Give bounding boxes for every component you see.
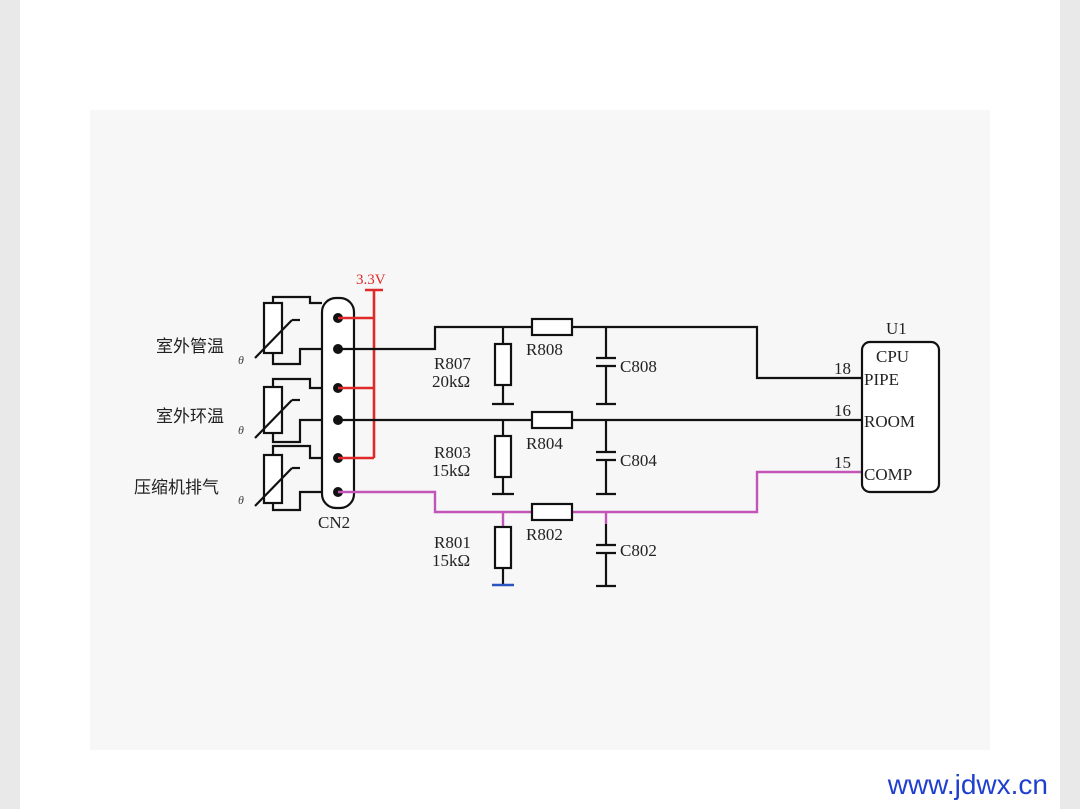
- resistor-r807: [493, 342, 513, 387]
- cpu-pin-pipe-name: PIPE: [864, 370, 899, 389]
- cpu-pin-pipe-number: 18: [834, 359, 851, 378]
- c804-ref: C804: [620, 451, 657, 470]
- circuit-diagram: 室外管温 θ 室外环温 θ 压缩机排气 θ CN2 3.3V: [90, 110, 990, 750]
- c802-ref: C802: [620, 541, 657, 560]
- r802-ref: R802: [526, 525, 563, 544]
- theta-label-pipe: θ: [238, 353, 244, 367]
- cpu-pin-comp-number: 15: [834, 453, 851, 472]
- theta-label-ambient: θ: [238, 423, 244, 437]
- comp-net: [338, 470, 862, 527]
- sensor-pipe: [254, 295, 322, 366]
- page: 室外管温 θ 室外环温 θ 压缩机排气 θ CN2 3.3V: [20, 0, 1060, 809]
- watermark-text: www.jdwx.cn: [887, 769, 1048, 800]
- r807-ref: R807: [434, 354, 471, 373]
- cpu-name: CPU: [876, 347, 909, 366]
- room-net: [338, 418, 862, 496]
- diagram-panel: [90, 110, 990, 750]
- connector-label: CN2: [318, 513, 350, 532]
- supply-label: 3.3V: [356, 272, 386, 288]
- cpu-body: [860, 340, 941, 494]
- cpu-ref: U1: [886, 319, 907, 338]
- supply-rail: [338, 288, 383, 460]
- connector-body: [320, 296, 356, 510]
- r808-ref: R808: [526, 340, 563, 359]
- r801-ref: R801: [434, 533, 471, 552]
- resistor-r808: [530, 317, 574, 337]
- resistor-r802: [530, 502, 574, 522]
- r801-value: 15kΩ: [432, 551, 470, 570]
- r803-value: 15kΩ: [432, 461, 470, 480]
- resistor-r803: [493, 434, 513, 479]
- sensor-ambient: [254, 377, 322, 444]
- sensor-label-discharge: 压缩机排气: [134, 478, 219, 498]
- c808-ref: C808: [620, 357, 657, 376]
- r803-ref: R803: [434, 443, 471, 462]
- r807-value: 20kΩ: [432, 372, 470, 391]
- cpu-pin-comp-name: COMP: [864, 465, 912, 484]
- sensor-label-ambient: 室外环温: [156, 407, 224, 427]
- comp-net-black: [501, 524, 616, 588]
- sensor-discharge: [254, 444, 322, 512]
- resistor-r801: [493, 525, 513, 570]
- r804-ref: R804: [526, 434, 563, 453]
- resistor-r804: [530, 410, 574, 430]
- cpu-pin-room-number: 16: [834, 401, 851, 420]
- theta-label-discharge: θ: [238, 493, 244, 507]
- pipe-net: [338, 325, 862, 406]
- cpu-pin-room-name: ROOM: [864, 412, 915, 431]
- sensor-label-pipe: 室外管温: [156, 337, 224, 357]
